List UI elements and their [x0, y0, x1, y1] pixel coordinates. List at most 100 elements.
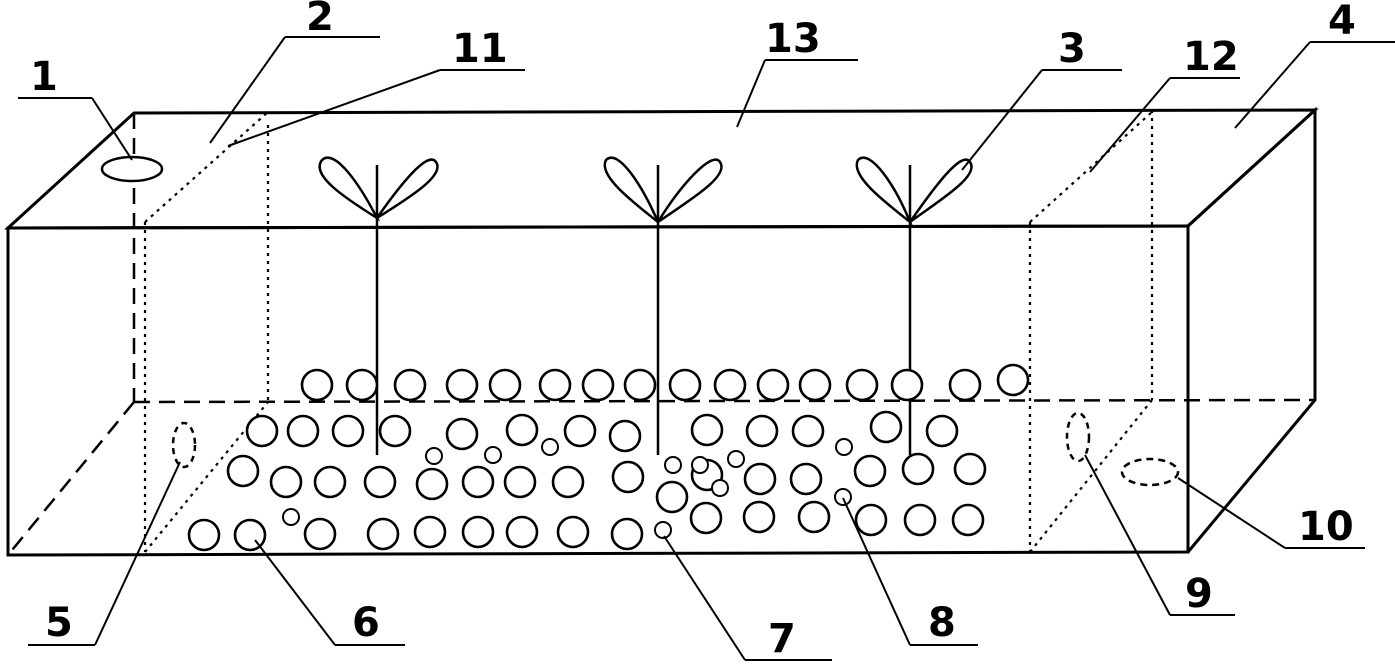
media-ball — [845, 368, 879, 402]
label-1: 1 — [30, 54, 58, 100]
leader-3-diag — [961, 69, 1043, 171]
left-partition-opening — [171, 421, 197, 469]
media-ball — [245, 414, 279, 448]
media-ball — [505, 413, 539, 447]
leader-1-diag — [91, 97, 133, 161]
media-ball — [393, 368, 427, 402]
plants — [318, 156, 973, 455]
media-ball — [556, 515, 590, 549]
media-ball — [798, 368, 832, 402]
label-12: 12 — [1183, 34, 1239, 80]
media-ball — [791, 414, 825, 448]
media-ball — [610, 517, 644, 551]
media-ball — [413, 515, 447, 549]
leader-2-diag — [209, 36, 286, 144]
plant-right-leaf-right — [908, 158, 973, 224]
media-ball — [756, 368, 790, 402]
label-6: 6 — [352, 600, 380, 646]
media-ball — [551, 465, 585, 499]
label-4: 4 — [1328, 0, 1356, 44]
plant-left — [318, 156, 439, 455]
leader-8-diag — [842, 497, 911, 646]
media-ball — [505, 515, 539, 549]
filter-media — [187, 363, 1030, 552]
media-ball — [363, 465, 397, 499]
media-ball — [713, 368, 747, 402]
label-11: 11 — [452, 26, 508, 72]
label-5: 5 — [45, 600, 73, 646]
right-partition-opening — [1065, 411, 1091, 463]
plant-left-leaf-right — [375, 158, 439, 220]
media-ball — [869, 410, 903, 444]
media-ball — [331, 414, 365, 448]
left-partition — [143, 111, 270, 553]
media-ball — [655, 480, 689, 514]
small-media-ball — [834, 488, 852, 506]
label-10: 10 — [1298, 504, 1354, 550]
media-ball — [948, 368, 982, 402]
label-9: 9 — [1185, 571, 1213, 617]
bottom-left-depth — [7, 401, 135, 556]
label-2: 2 — [306, 0, 334, 40]
leader-5-diag — [94, 461, 181, 646]
label-13: 13 — [765, 16, 821, 62]
media-ball — [611, 460, 645, 494]
box-outline — [4, 106, 1319, 557]
media-ball — [300, 368, 334, 402]
media-ball — [745, 414, 779, 448]
back-bottom-edge — [133, 398, 1316, 404]
media-ball — [286, 414, 320, 448]
small-media-ball — [654, 521, 672, 539]
media-ball — [903, 503, 937, 537]
outlet-opening — [1120, 457, 1180, 487]
media-ball — [345, 368, 379, 402]
media-ball — [742, 500, 776, 534]
media-ball — [488, 368, 522, 402]
label-7: 7 — [768, 616, 796, 662]
media-ball — [303, 517, 337, 551]
label-8: 8 — [928, 600, 956, 646]
leader-7-diag — [663, 535, 746, 661]
media-ball — [503, 465, 537, 499]
left-partition-top-diagonal — [144, 111, 269, 223]
media-ball — [797, 500, 831, 534]
plant-middle-leaf-right — [656, 158, 723, 224]
media-ball — [925, 414, 959, 448]
media-ball — [187, 518, 221, 552]
leader-6-diag — [254, 539, 336, 646]
media-ball — [951, 503, 985, 537]
media-ball — [563, 414, 597, 448]
plant-right-leaf-left — [855, 156, 913, 226]
media-ball — [415, 467, 449, 501]
media-ball — [538, 368, 572, 402]
media-ball — [854, 503, 888, 537]
small-media-ball — [691, 456, 709, 474]
media-ball — [690, 413, 724, 447]
small-media-ball — [664, 456, 682, 474]
media-ball — [668, 368, 702, 402]
small-media-ball — [711, 479, 729, 497]
reference-numbers: 1 2 11 13 3 12 4 5 6 7 8 9 10 — [30, 0, 1356, 662]
right-face-edge — [1186, 106, 1317, 553]
media-ball — [953, 452, 987, 486]
media-ball — [890, 368, 924, 402]
inlet-hole — [100, 155, 164, 183]
media-ball — [996, 363, 1030, 397]
right-partition — [1028, 110, 1154, 553]
media-ball — [789, 462, 823, 496]
plant-left-leaf-left — [318, 156, 381, 222]
right-partition-top-diagonal — [1029, 111, 1153, 223]
media-ball — [461, 515, 495, 549]
small-media-ball — [282, 508, 300, 526]
media-ball — [233, 518, 267, 552]
media-ball — [269, 465, 303, 499]
media-ball — [366, 517, 400, 551]
leader-11-diag — [227, 69, 441, 147]
media-ball — [901, 452, 935, 486]
leader-4-diag — [1234, 41, 1311, 129]
media-ball — [461, 465, 495, 499]
leader-10-diag — [1177, 477, 1286, 549]
media-ball — [445, 417, 479, 451]
right-partition-bottom-diagonal — [1029, 399, 1153, 553]
